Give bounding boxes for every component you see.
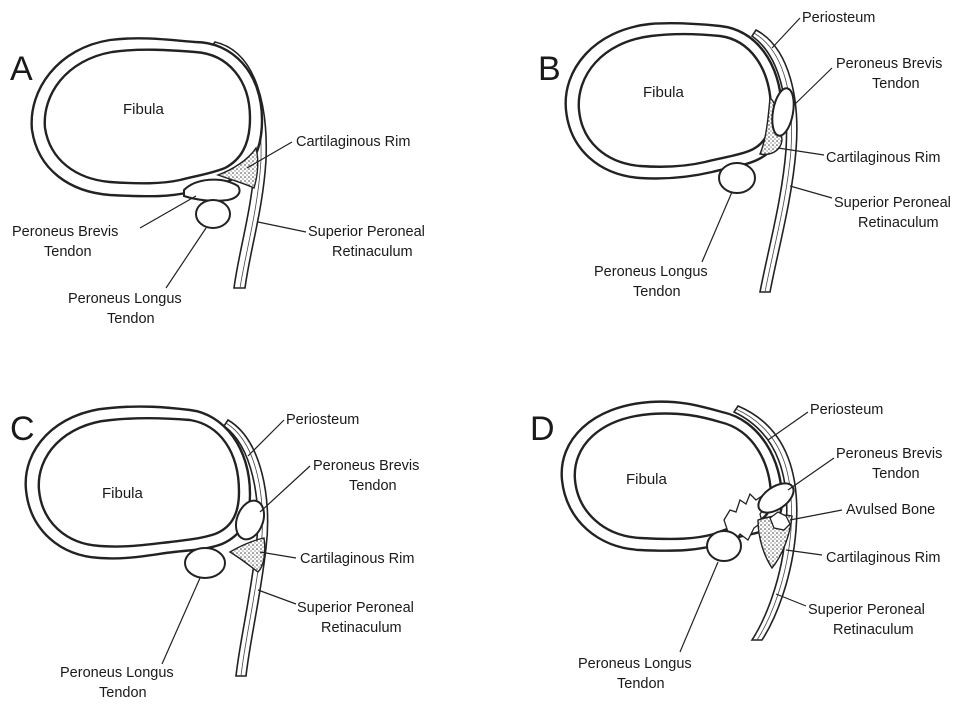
panel-c-peroneus-longus-label-2: Tendon [99, 685, 147, 701]
panel-d-superior-peroneal-label-2: Retinaculum [833, 622, 914, 638]
panel-c-superior-peroneal-label-1: Superior Peroneal [297, 600, 414, 616]
panel-c: C Fibula Periosteum Peroneus Brevis Tend… [10, 407, 419, 701]
panel-d-cartilaginous-rim-label: Cartilaginous Rim [826, 550, 940, 566]
panel-b-peroneus-brevis-label-1: Peroneus Brevis [836, 56, 942, 72]
panel-b-peroneus-longus-label-2: Tendon [633, 284, 681, 300]
panel-b-fibula-label: Fibula [643, 84, 685, 101]
panel-b-peroneus-longus-label-1: Peroneus Longus [594, 264, 708, 280]
panel-c-peroneus-longus-label-1: Peroneus Longus [60, 665, 174, 681]
panel-c-letter: C [10, 410, 35, 448]
panel-a-peroneus-longus-tendon [196, 200, 230, 228]
panel-b-superior-peroneal-label-1: Superior Peroneal [834, 195, 951, 211]
panel-a: A Fibula Cartilaginous Rim Peroneus Brev… [10, 38, 425, 327]
panel-c-cartilaginous-rim-label: Cartilaginous Rim [300, 551, 414, 567]
panel-a-peroneus-longus-label-2: Tendon [107, 311, 155, 327]
panel-d-peroneus-longus-label-2: Tendon [617, 676, 665, 692]
panel-d-avulsed-bone-label: Avulsed Bone [846, 502, 935, 518]
panel-c-peroneus-brevis-label-2: Tendon [349, 478, 397, 494]
panel-d-letter: D [530, 410, 555, 448]
panel-b: B Fibula Periosteum Peroneus Brevis Tend… [538, 10, 951, 300]
panel-b-peroneus-longus-tendon [719, 163, 755, 193]
panel-c-fibula-inner [39, 418, 239, 546]
panel-a-fibula-label: Fibula [123, 101, 165, 118]
panel-c-fibula-label: Fibula [102, 485, 144, 502]
panel-d-peroneus-longus-label-1: Peroneus Longus [578, 656, 692, 672]
panel-d-peroneus-brevis-label-1: Peroneus Brevis [836, 446, 942, 462]
panel-c-peroneus-brevis-label-1: Peroneus Brevis [313, 458, 419, 474]
panel-b-superior-peroneal-label-2: Retinaculum [858, 215, 939, 231]
panel-a-peroneus-brevis-label-1: Peroneus Brevis [12, 224, 118, 240]
panel-d-peroneus-brevis-label-2: Tendon [872, 466, 920, 482]
panel-c-periosteum-label: Periosteum [286, 412, 359, 428]
panel-b-peroneus-brevis-label-2: Tendon [872, 76, 920, 92]
panel-c-cartilaginous-rim [230, 538, 265, 572]
panel-d-peroneus-longus-tendon [707, 531, 741, 561]
panel-a-superior-peroneal-label-2: Retinaculum [332, 244, 413, 260]
panel-a-superior-peroneal-label-1: Superior Peroneal [308, 224, 425, 240]
panel-d: D Fibula Periosteum Peroneus Brevis Tend… [530, 402, 942, 692]
panel-d-periosteum-label: Periosteum [810, 402, 883, 418]
panel-a-peroneus-brevis-label-2: Tendon [44, 244, 92, 260]
panel-a-peroneus-longus-label-1: Peroneus Longus [68, 291, 182, 307]
panel-b-letter: B [538, 50, 561, 88]
panel-d-fibula-label: Fibula [626, 471, 668, 488]
panel-c-superior-peroneal-label-2: Retinaculum [321, 620, 402, 636]
panel-a-cartilaginous-rim-label: Cartilaginous Rim [296, 134, 410, 150]
panel-c-peroneus-longus-tendon [185, 548, 225, 578]
panel-b-periosteum-label: Periosteum [802, 10, 875, 26]
panel-a-letter: A [10, 50, 33, 88]
panel-b-cartilaginous-rim-label: Cartilaginous Rim [826, 150, 940, 166]
panel-d-superior-peroneal-label-1: Superior Peroneal [808, 602, 925, 618]
